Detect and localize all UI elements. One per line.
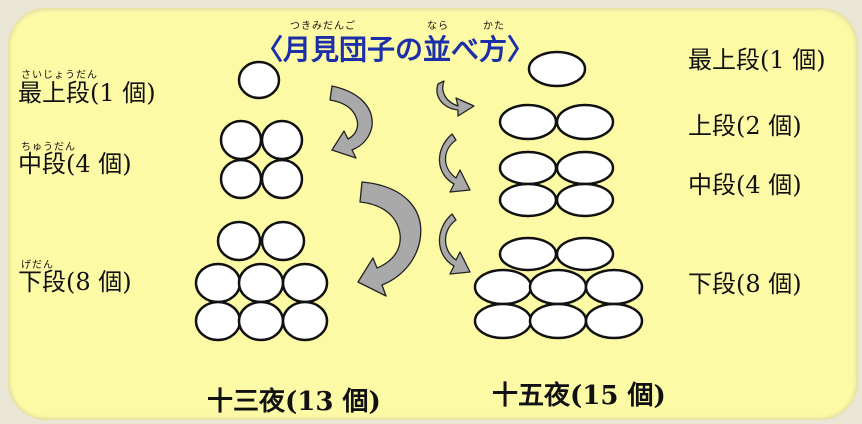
stack-label-jugoya: 十五夜(15 個) (492, 381, 666, 411)
right-label-top: 最上段(1 個) (688, 46, 826, 74)
left-label-ruby-bottom: げだん (21, 260, 54, 271)
dango-right-bottom-b-2 (584, 268, 644, 306)
dango-right-bottom-a-1 (555, 236, 615, 272)
dango-right-top (527, 50, 587, 88)
dango-left-bottom-a-0 (216, 220, 262, 262)
title-ruby-nara: なら (427, 21, 449, 32)
dango-left-bottom-a-1 (260, 220, 306, 262)
dango-right-upper-1 (555, 103, 615, 141)
left-label-ruby-top: さいじょうだん (21, 70, 98, 81)
dango-right-bottom-a-0 (498, 236, 558, 272)
dango-left-middle-1 (260, 119, 304, 161)
dango-right-middle-1 (555, 150, 615, 186)
dango-left-bottom-b-1 (237, 262, 285, 304)
dango-right-bottom-b-4 (528, 302, 588, 340)
dango-left-middle-3 (260, 158, 304, 200)
arrow-right-2 (438, 133, 471, 193)
dango-left-top (237, 60, 281, 100)
dango-right-bottom-b-1 (528, 268, 588, 306)
stack-label-jusanya: 十三夜(13 個) (207, 387, 381, 417)
dango-right-middle-0 (498, 150, 558, 186)
page-title: 〈月見団子の並べ方〉 (255, 33, 536, 66)
left-label-middle: 中段(4 個) (18, 150, 132, 178)
arrow-right-1 (436, 80, 475, 117)
arrow-left-bottom (357, 181, 422, 297)
arrow-left-top (329, 85, 373, 159)
left-label-ruby-middle: ちゅうだん (21, 142, 76, 153)
right-label-bottom: 下段(8 個) (688, 270, 802, 298)
dango-right-upper-0 (498, 103, 558, 141)
dango-right-middle-2 (498, 182, 558, 218)
arrow-right-3 (438, 213, 471, 275)
right-label-upper: 上段(2 個) (688, 112, 802, 140)
dango-right-middle-3 (555, 182, 615, 218)
title-ruby-tsukimidango: つきみだんご (290, 21, 356, 32)
right-label-middle: 中段(4 個) (688, 171, 802, 199)
title-ruby-kata: かた (483, 21, 505, 32)
left-label-top: 最上段(1 個) (18, 79, 156, 107)
dango-left-bottom-b-2 (281, 262, 329, 304)
dango-right-bottom-b-0 (473, 268, 533, 306)
dango-left-bottom-b-5 (281, 300, 329, 342)
dango-left-middle-2 (219, 158, 263, 200)
dango-left-bottom-b-3 (194, 300, 242, 342)
dango-left-middle-0 (219, 119, 263, 161)
background-panel (8, 8, 858, 420)
dango-left-bottom-b-0 (194, 262, 242, 304)
dango-right-bottom-b-5 (584, 302, 644, 340)
dango-left-bottom-b-4 (237, 300, 285, 342)
left-label-bottom: 下段(8 個) (18, 268, 132, 296)
dango-right-bottom-b-3 (473, 302, 533, 340)
